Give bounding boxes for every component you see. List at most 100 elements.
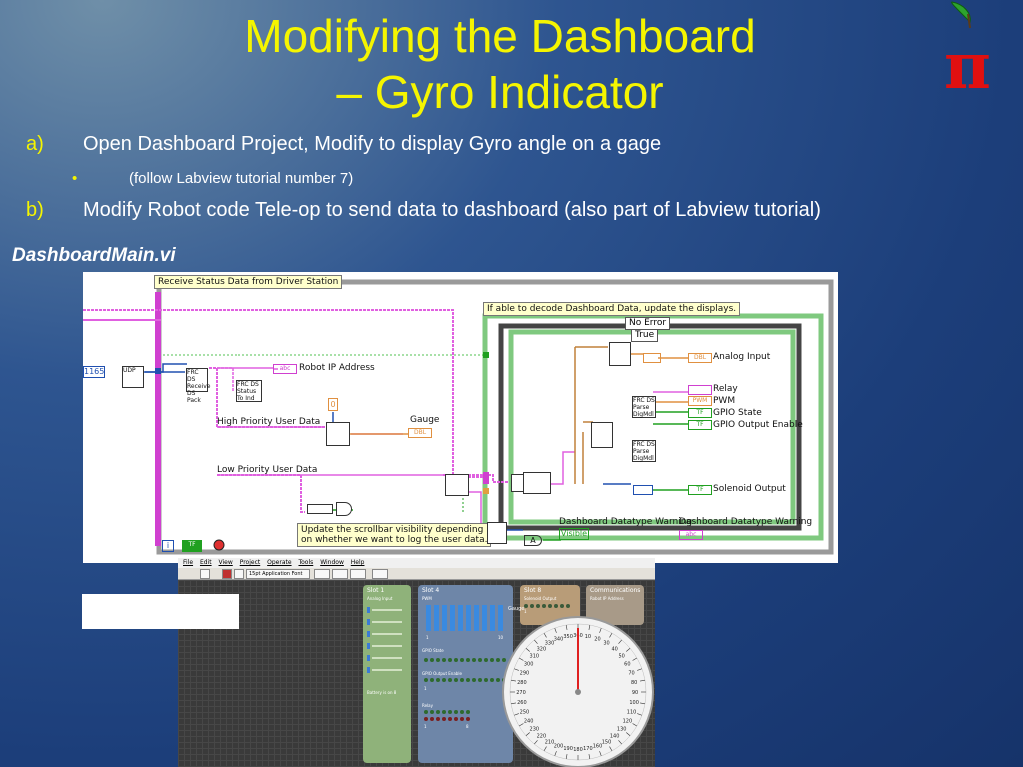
gauge-tick-label: 300 (524, 662, 534, 668)
menu-project[interactable]: Project (239, 559, 261, 566)
font-selector[interactable]: 15pt Application Font (246, 569, 310, 579)
align-icon[interactable] (314, 569, 330, 579)
gauge-tick-label: 320 (537, 646, 547, 652)
udp-node[interactable]: UDP (122, 366, 144, 388)
slot-1-panel: Slot 1 Analog Input Battery is on 8 (363, 585, 411, 763)
analog-input-indicator[interactable]: DBL (688, 353, 712, 363)
pwm-bars: 1 10 (426, 605, 504, 640)
compare-node[interactable] (336, 502, 352, 516)
bullet-a-label: a) (26, 133, 44, 155)
dashboard-screenshot: File Edit View Project Operate Tools Win… (178, 558, 655, 767)
gauge-tick (588, 624, 591, 631)
menu-view[interactable]: View (218, 559, 233, 566)
gauge-tick (565, 624, 568, 631)
gpio-enable-indicator[interactable]: TF (688, 420, 712, 430)
note-scrollbar: Update the scrollbar visibility dependin… (297, 523, 492, 547)
title-line-1: Modifying the Dashboard (244, 10, 756, 62)
warning-a-node[interactable]: A (524, 535, 542, 546)
gpio-enable-label: GPIO Output Enable (713, 420, 803, 430)
gauge-tick-label: 140 (610, 734, 620, 740)
parse-digmdl-node-2[interactable]: FRC DS Parse DigMdl (632, 440, 656, 462)
blank-overlay (82, 594, 239, 629)
case-selector-true[interactable]: True (631, 329, 659, 342)
gauge-tick-label: 340 (554, 636, 564, 642)
gauge-tick-label: 240 (524, 719, 534, 725)
unbundle-digital-node[interactable] (591, 422, 613, 448)
menu-operate[interactable]: Operate (267, 559, 292, 566)
gauge-tick (534, 639, 538, 644)
gauge-tick-label: 90 (632, 690, 638, 696)
gauge-tick-label: 70 (628, 671, 634, 677)
gauge-tick-label: 160 (593, 744, 603, 750)
gauge-tick-label: 10 (585, 634, 591, 640)
menu-edit[interactable]: Edit (199, 559, 212, 566)
gauge-tick-label: 120 (623, 719, 633, 725)
scrollbar-property-node[interactable] (307, 504, 333, 514)
gauge-tick (588, 753, 591, 760)
gpio-state-indicator[interactable]: TF (688, 408, 712, 418)
const-1165[interactable]: 1165 (83, 366, 105, 378)
analog-convert-node[interactable] (643, 353, 661, 363)
slot-4-pwm-label: PWM (422, 596, 432, 601)
pwm-label: PWM (713, 396, 736, 406)
menu-file[interactable]: File (183, 559, 194, 566)
gauge-tick-label: 180 (573, 747, 583, 753)
parse-digmdl-node-1[interactable]: FRC DS Parse DigMdl (632, 396, 656, 418)
block-diagram-screenshot: Receive Status Data from Driver Station … (83, 272, 838, 563)
relay-indicator[interactable] (688, 385, 712, 395)
gauge-indicator[interactable]: DBL (408, 428, 432, 438)
unbundle-analog-node[interactable] (609, 342, 631, 366)
pause-icon[interactable] (234, 569, 244, 579)
dashboard-warning-indicator[interactable]: abc (679, 530, 703, 540)
bullet-b-label: b) (26, 199, 44, 221)
gpio-enable-leds: 1 14 (424, 678, 508, 691)
solenoid-output-label: Solenoid Output (713, 484, 786, 494)
slot-1-title: Slot 1 (367, 587, 385, 594)
gauge-tick (632, 657, 638, 661)
gauge-tick (554, 627, 557, 633)
gauge-tick-label: 210 (545, 739, 555, 745)
status-to-ind-label: Status To Ind (237, 388, 257, 402)
resize-icon[interactable] (350, 569, 366, 579)
solenoid-convert-node[interactable] (633, 485, 653, 495)
frc-ds-label-4: FRC DS (633, 441, 655, 448)
run-arrow-icon[interactable] (200, 569, 210, 579)
parse-dig-label-1: Parse DigMdl (633, 404, 654, 418)
frc-ds-label-3: FRC DS (633, 397, 655, 404)
gauge-tick-label: 350 (563, 634, 573, 640)
gauge-tick-label: 80 (631, 680, 637, 686)
gpio-enable-label: GPIO Output Enable (422, 671, 462, 676)
communications-title: Communications (590, 587, 641, 594)
robot-ip-indicator[interactable]: abc (273, 364, 297, 374)
receive-ds-node[interactable]: FRC DS Receive DS Pack (186, 368, 211, 404)
const-0[interactable]: 0 (328, 398, 338, 411)
dashboard-warning-label-1: Dashboard Datatype Warning (559, 517, 693, 527)
status-to-ind-node[interactable]: FRC DS Status To Ind (236, 380, 262, 402)
stop-bool[interactable]: TF (182, 540, 202, 552)
visible-property[interactable]: Visible (559, 528, 589, 540)
solenoid-indicator[interactable]: TF (688, 485, 712, 495)
distribute-icon[interactable] (332, 569, 348, 579)
slot-4-title: Slot 4 (422, 587, 440, 594)
gauge-tick-label: 280 (517, 680, 527, 686)
gauge-tick-label: 220 (537, 734, 547, 740)
dashboard-canvas: Slot 1 Analog Input Battery is on 8 Slot… (178, 580, 655, 767)
solenoid-first: 1 (524, 609, 527, 614)
menu-window[interactable]: Window (320, 559, 344, 566)
cluster-index-node[interactable] (523, 472, 551, 494)
menu-tools[interactable]: Tools (298, 559, 314, 566)
gauge-tick (637, 668, 643, 671)
unflatten-gauge-node[interactable] (326, 422, 350, 446)
gyro-gauge: 3601020304050607080901001101201301401501… (502, 616, 654, 767)
frc-ds-label-2: FRC DS (237, 381, 259, 388)
pwm-indicator[interactable]: PWM (688, 396, 712, 406)
warning-bundle-node[interactable] (487, 522, 507, 544)
relay-label: Relay (422, 703, 433, 708)
abort-icon[interactable] (222, 569, 232, 579)
gauge-tick-label: 310 (530, 653, 540, 659)
menu-help[interactable]: Help (350, 559, 365, 566)
title-line-2: – Gyro Indicator (336, 66, 664, 118)
reorder-icon[interactable] (372, 569, 388, 579)
unflatten-low-node[interactable] (445, 474, 469, 496)
relay-scale-min: 1 (424, 724, 427, 729)
